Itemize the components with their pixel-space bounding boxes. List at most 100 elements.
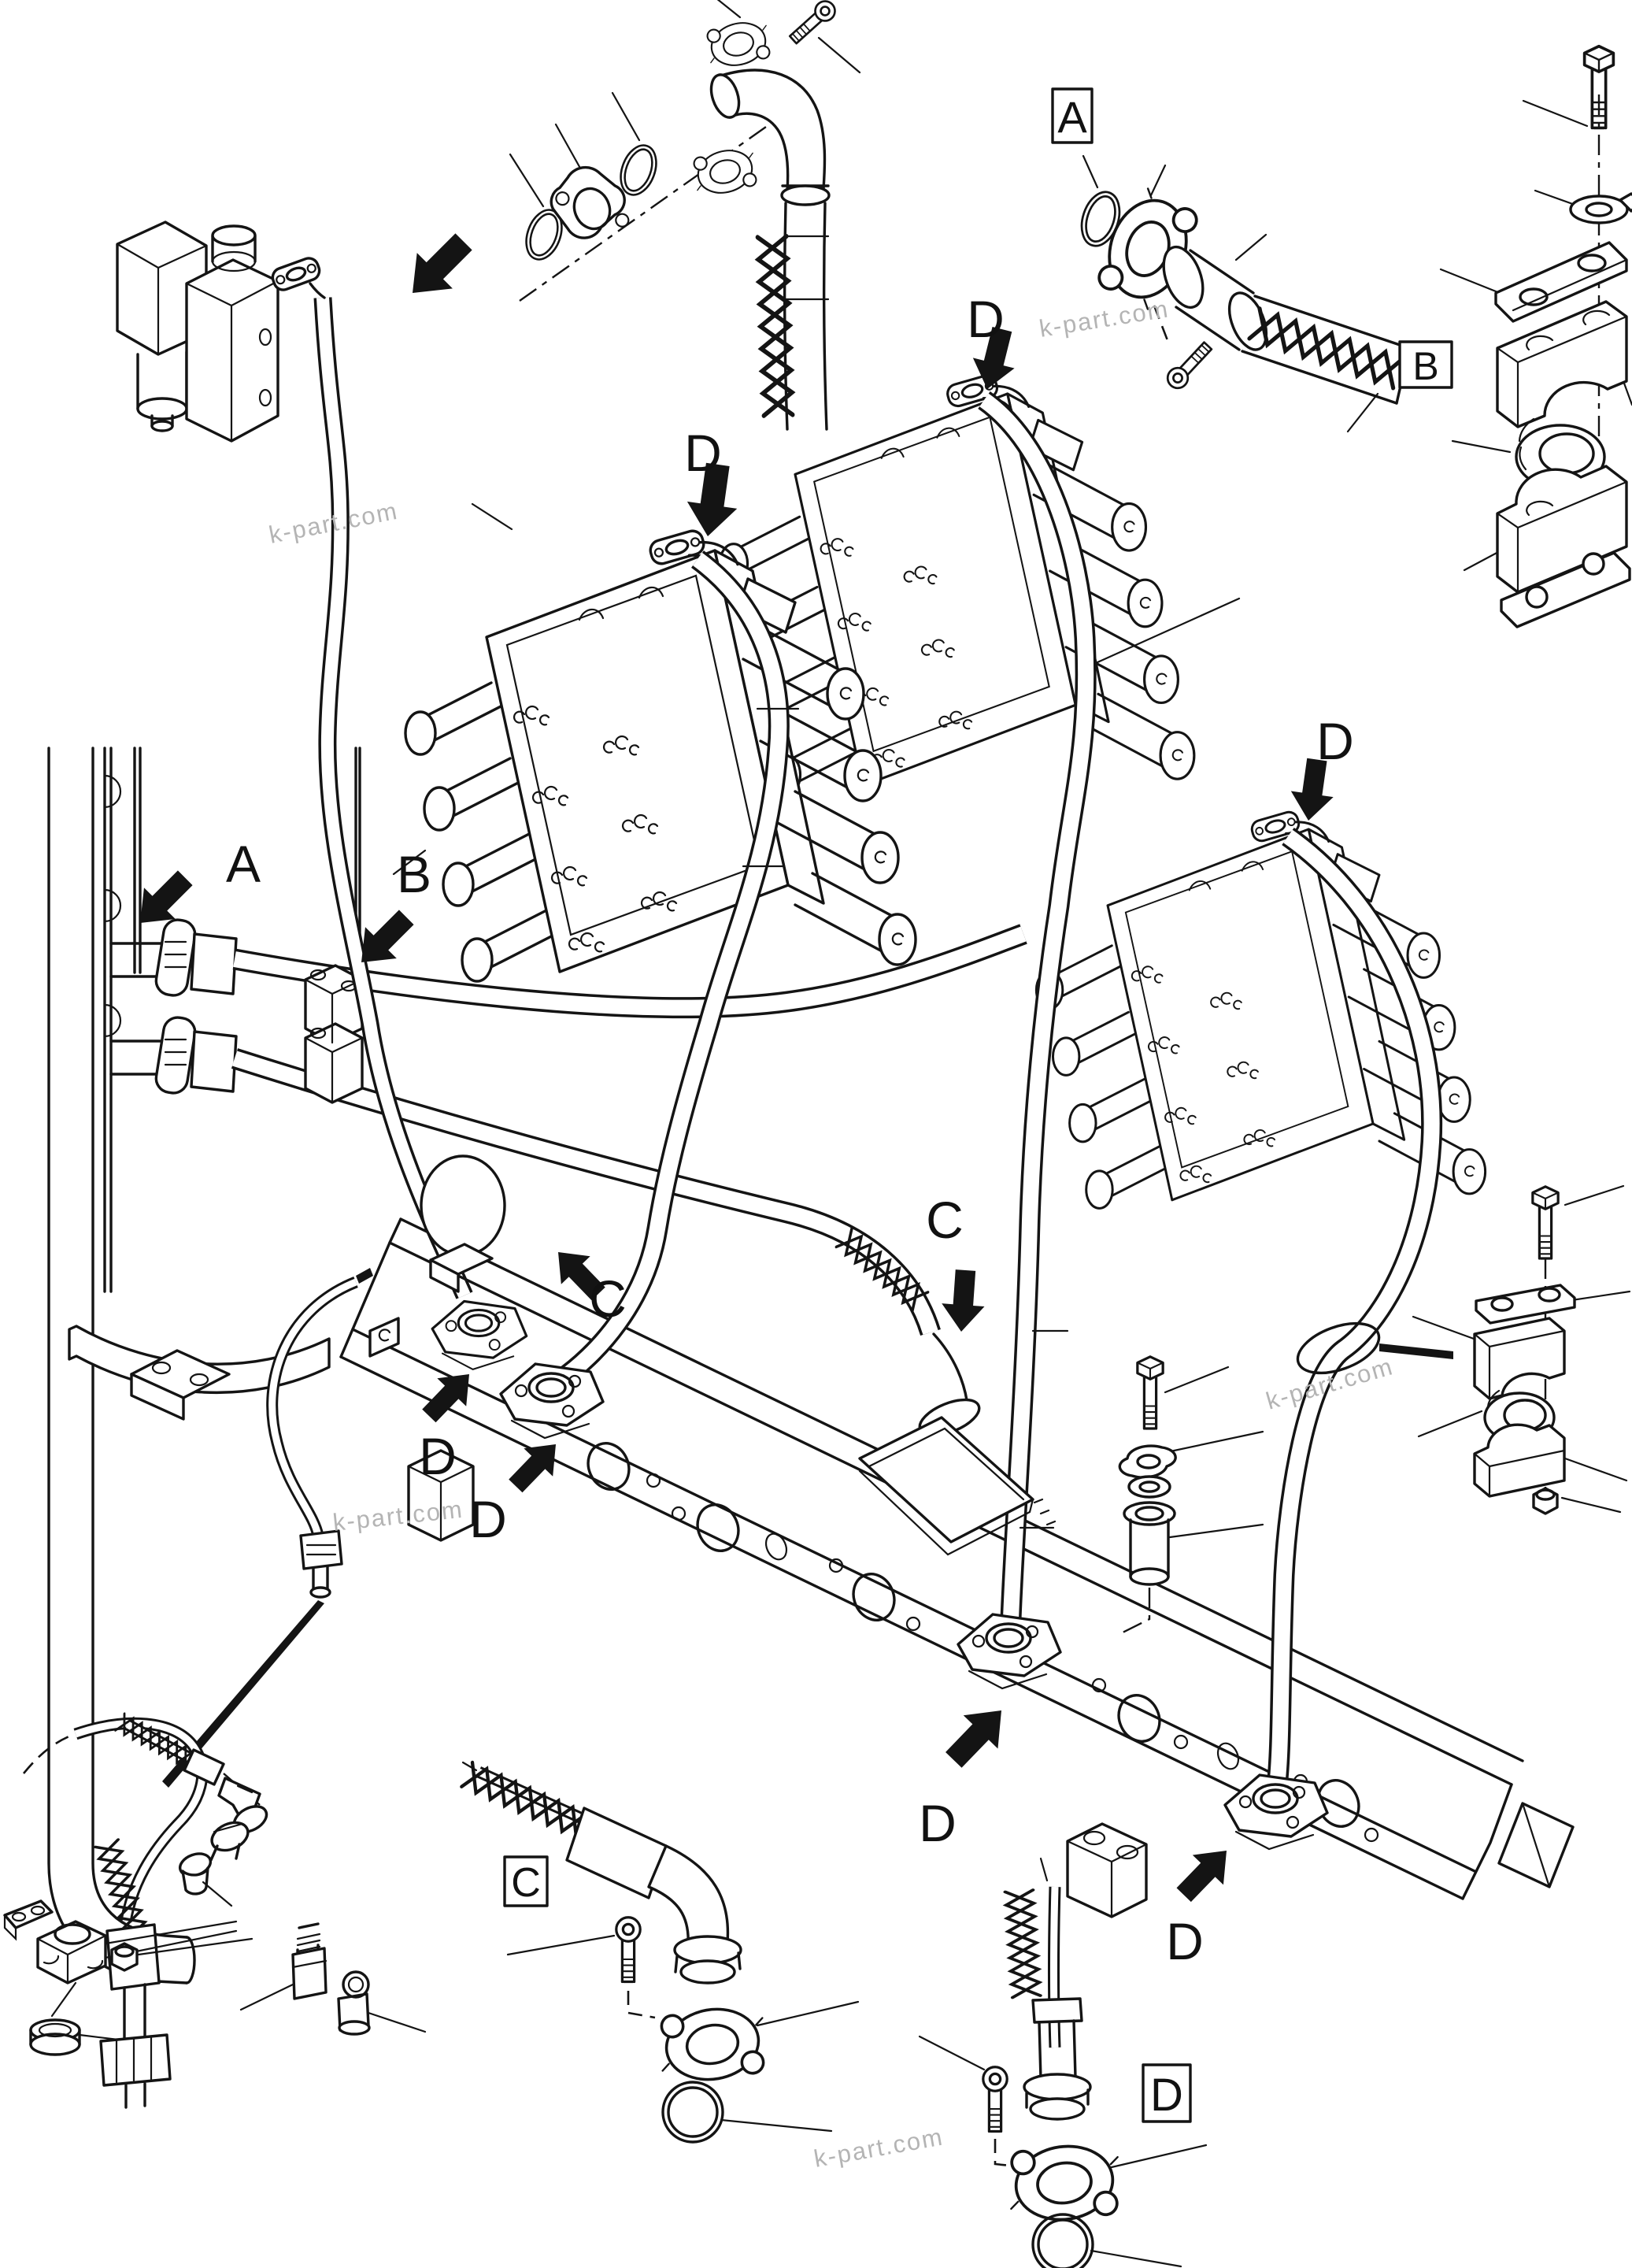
hex-bolt-icon <box>1531 1185 1560 1260</box>
flange-plate <box>550 165 630 239</box>
valve-main-block <box>185 224 279 443</box>
detail-b-clamp-stack <box>1439 44 1632 628</box>
plug-cap <box>29 2018 120 2056</box>
clamp-cover-plate <box>1475 1284 1576 1325</box>
socket-bolt-icon <box>1162 337 1216 394</box>
hose-stub-flange-1 <box>109 918 238 997</box>
rail-flange-icon <box>431 1299 528 1371</box>
watermark-text: k-part.com <box>812 2123 946 2173</box>
watermark-text: k-part.com <box>1038 295 1171 343</box>
clamp-half-lower <box>1473 1423 1566 1498</box>
elbow-joint-exploded <box>509 0 861 431</box>
rail-bolt-stack <box>1117 1355 1264 1636</box>
detail-b-box <box>1398 340 1453 389</box>
hose-ferrule <box>565 1807 668 1899</box>
hose-nut-fitting <box>99 2033 172 2109</box>
spacer-sleeve <box>1123 1501 1176 1586</box>
detail-d-box <box>1142 2063 1192 2123</box>
rail-flange-icon <box>957 1613 1062 1690</box>
label-d5: D <box>469 1490 507 1548</box>
arrow-d6-icon <box>936 1693 1019 1777</box>
label-b: B <box>397 845 431 903</box>
split-flange-clamp-icon <box>652 1998 773 2091</box>
clamp-half-upper-icon <box>701 14 776 74</box>
label-d7: D <box>1166 1912 1204 1970</box>
detail-d-exploded <box>918 1857 1208 2268</box>
arrow-d7-icon <box>1168 1836 1242 1910</box>
socket-bolt-icon <box>785 0 840 49</box>
hose-manifold-3 <box>1266 827 1443 1788</box>
socket-bolt-icon <box>982 2066 1008 2133</box>
rail-flange-icon <box>1223 1773 1329 1851</box>
valve-tube <box>309 282 473 1299</box>
valve-manifold-2 <box>720 366 1194 794</box>
rail-foot-2 <box>1066 1822 1148 1918</box>
quick-coupler <box>239 1922 328 2011</box>
rail-foot-1 <box>407 1449 475 1542</box>
drain-hose <box>162 1268 373 1788</box>
detail-d-letter: D <box>1150 2070 1183 2121</box>
hose-manifold-1 <box>554 550 800 1389</box>
hose-ferrule <box>1031 1997 1083 2024</box>
detail-label-boxes: A B C D <box>503 87 1453 2123</box>
arrow-letters: A B D D D C C D D D D <box>226 290 1354 1970</box>
detail-a-letter: A <box>1057 92 1087 142</box>
hex-bolt-icon <box>1582 44 1615 130</box>
label-d1: D <box>684 424 722 482</box>
pipe-clamp-exploded <box>1296 1184 1631 1515</box>
tab-washer <box>1569 192 1632 224</box>
clamp-half-lower <box>1496 465 1628 594</box>
detail-b-letter: B <box>1412 344 1438 388</box>
hose-manifold-2 <box>977 391 1097 1620</box>
detail-c-letter: C <box>511 1860 541 1906</box>
detail-a-exploded <box>1074 154 1411 433</box>
wedge-bracket <box>368 1317 400 1358</box>
mount-bracket <box>130 1349 231 1421</box>
swivel-elbow <box>209 1821 250 1862</box>
o-ring-icon <box>1031 2213 1094 2268</box>
accumulator-ball <box>420 1154 506 1293</box>
dust-cap <box>337 1970 427 2036</box>
hose-stub-flange-2 <box>109 1016 238 1095</box>
hose-end <box>1162 245 1411 433</box>
hose-clamp-blocks <box>304 964 364 1104</box>
clamp-half-lower-icon <box>687 142 763 202</box>
arrow-d5-icon <box>501 1430 571 1500</box>
left-pipe-structure <box>47 747 361 1984</box>
label-d6: D <box>919 1794 957 1852</box>
rail-end-piece <box>1497 1802 1575 1888</box>
rail-cover-box <box>858 1332 1057 1556</box>
clamp-base-plate <box>1500 551 1631 628</box>
elbow-hose-end <box>709 69 831 206</box>
label-d2: D <box>967 290 1005 348</box>
clamp-half-upper <box>1473 1317 1566 1400</box>
socket-bolt-icon <box>615 1916 642 1984</box>
detail-a-box <box>1051 87 1094 144</box>
clamp-half-upper <box>1496 300 1628 428</box>
detail-c-exploded <box>461 1762 860 2144</box>
label-d3: D <box>1316 712 1354 770</box>
label-a: A <box>226 835 261 893</box>
relief-valve-block <box>116 220 321 443</box>
hex-nut <box>110 1937 253 1972</box>
detail-c-box <box>503 1855 549 1907</box>
o-ring-icon <box>661 2081 724 2144</box>
label-c2: C <box>926 1191 964 1249</box>
drain-fitting <box>299 1529 343 1599</box>
arrow-c2-icon <box>939 1269 987 1333</box>
plug-fitting <box>178 1852 233 1907</box>
label-d4: D <box>419 1427 457 1485</box>
supply-hose-upper <box>232 924 1027 1019</box>
braided-hose <box>757 202 830 431</box>
hex-nut <box>1532 1487 1559 1515</box>
mini-hose <box>114 1712 261 1806</box>
elbow-end <box>647 1844 742 1984</box>
gauge-hose-group <box>3 1712 427 2109</box>
label-c1: C <box>589 1269 627 1328</box>
flat-washer <box>1127 1475 1171 1499</box>
valve-outlet-fitting <box>271 257 321 291</box>
clamp-cover-plate <box>1494 241 1628 323</box>
hex-bolt-icon <box>1136 1355 1164 1430</box>
